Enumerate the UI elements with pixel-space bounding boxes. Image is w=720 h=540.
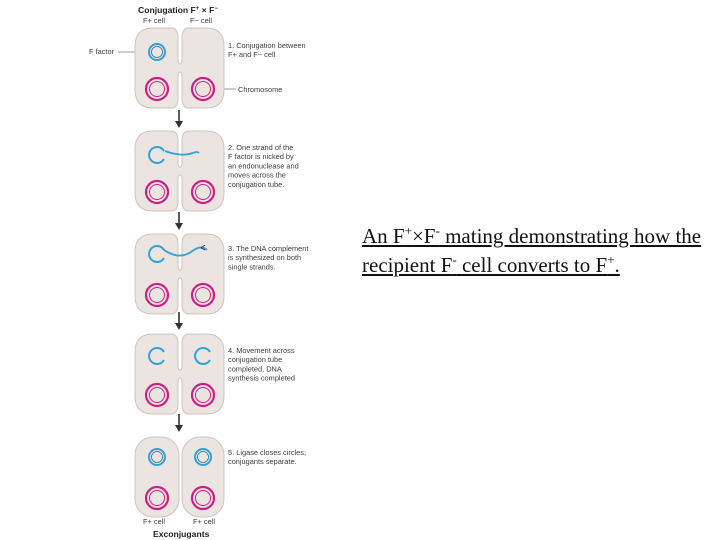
step-4-line-1: 4. Movement across — [228, 346, 295, 355]
synthesized-strand — [163, 246, 208, 257]
figure-caption: An F+×F- mating demonstrating how the re… — [362, 223, 702, 277]
header-col-left: F+ cell — [143, 16, 165, 25]
chromosome-left — [144, 76, 170, 102]
header-col-right: F− cell — [190, 16, 212, 25]
chromosome-inner-right — [195, 287, 211, 303]
stage-4 — [134, 333, 225, 415]
header-title: Conjugation F+ × F− — [138, 5, 218, 15]
chromosome-inner-right — [195, 387, 211, 403]
down-arrow-icon — [175, 212, 183, 230]
step-3-line-3: single strands. — [228, 262, 276, 271]
synthesis-direction-icon — [200, 244, 206, 251]
conjugating-cells — [134, 27, 225, 109]
step-4-line-4: synthesis completed — [228, 374, 295, 383]
stage-arrows — [175, 110, 183, 432]
chromosome-left — [144, 179, 170, 205]
donor-plasmid-closed — [148, 448, 166, 466]
recipient-plasmid-closed-inner — [197, 451, 209, 463]
recipient-plasmid-complete — [194, 347, 211, 365]
step-2-line-1: 2. One strand of the — [228, 143, 293, 152]
step-1-line-1: 1. Conjugation between — [228, 41, 306, 50]
f-factor-plasmid — [148, 43, 166, 61]
conjugating-cells — [134, 130, 225, 212]
donor-plasmid-complete — [148, 347, 165, 365]
chromosome-right — [190, 76, 216, 102]
chromosome-right — [190, 485, 216, 511]
chromosome-inner-right — [195, 81, 211, 97]
down-arrow-icon — [175, 312, 183, 330]
donor-plasmid-closed-inner — [151, 451, 163, 463]
chromosome-inner-left — [149, 287, 165, 303]
conjugating-cells — [134, 333, 225, 415]
stage-3 — [134, 233, 225, 315]
chromosome-right — [190, 282, 216, 308]
step-5-line-2: conjugants separate. — [228, 457, 297, 466]
chromosome-inner-left — [149, 184, 165, 200]
chromosome-inner-right — [195, 490, 211, 506]
conjugation-stages — [134, 27, 225, 518]
chromosome-inner-left — [149, 81, 165, 97]
chromosome-left — [144, 382, 170, 408]
arrow-head — [175, 223, 183, 230]
chromosome-inner-left — [149, 490, 165, 506]
stage-1 — [134, 27, 225, 109]
arrow-head — [175, 121, 183, 128]
chromosome-left — [144, 485, 170, 511]
step-2-line-4: moves across the — [228, 171, 286, 180]
f-factor-label: F factor — [89, 47, 115, 56]
chromosome-right — [190, 382, 216, 408]
step-2-line-5: conjugation tube. — [228, 180, 284, 189]
chromosome-label: Chromosome — [238, 85, 282, 94]
recipient-plasmid-closed — [194, 448, 212, 466]
chromosome-left — [144, 282, 170, 308]
transferring-strand — [164, 150, 200, 156]
arrow-head — [175, 425, 183, 432]
footer-col-left: F+ cell — [143, 517, 165, 526]
chromosome-inner-left — [149, 387, 165, 403]
donor-plasmid — [148, 245, 165, 263]
step-2-line-2: F factor is nicked by — [228, 152, 294, 161]
nicked-f-factor — [148, 146, 165, 164]
down-arrow-icon — [175, 110, 183, 128]
step-1-line-2: F+ and F− cell — [228, 50, 276, 59]
step-3-line-1: 3. The DNA complement — [228, 244, 308, 253]
chromosome-right — [190, 179, 216, 205]
footer-col-right: F+ cell — [193, 517, 215, 526]
conjugating-cells — [134, 233, 225, 315]
arrow-head — [175, 323, 183, 330]
step-2-line-3: an endonuclease and — [228, 161, 299, 170]
step-4-line-2: conjugation tube — [228, 355, 282, 364]
f-factor-plasmid-inner — [151, 46, 163, 58]
footer-title: Exconjugants — [153, 529, 210, 539]
down-arrow-icon — [175, 414, 183, 432]
chromosome-inner-right — [195, 184, 211, 200]
stage-5 — [134, 436, 225, 518]
step-5-line-1: 5. Ligase closes circles; — [228, 448, 306, 457]
step-3-line-2: is synthesized on both — [228, 253, 301, 262]
step-4-line-3: completed, DNA — [228, 364, 282, 373]
stage-2 — [134, 130, 225, 212]
